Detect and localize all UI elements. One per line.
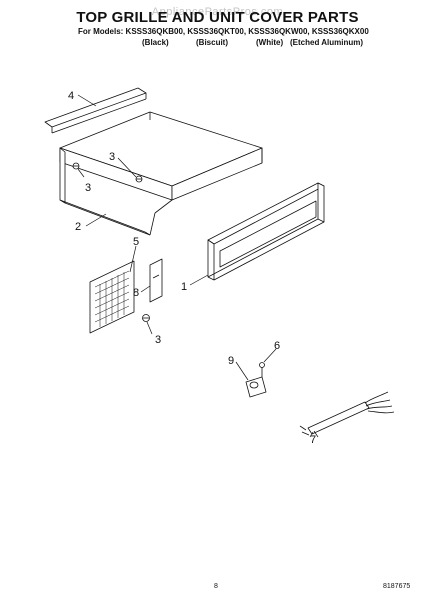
part-5-vent-panel (89, 260, 135, 334)
finish-etched-aluminum: (Etched Aluminum) (290, 38, 364, 47)
part-6-screw (259, 362, 265, 377)
callout-1: 1 (181, 281, 187, 293)
callout-5: 5 (133, 236, 139, 248)
callout-7: 7 (310, 434, 316, 446)
callout-4: 4 (68, 90, 74, 102)
part-7-wiring-harness (299, 391, 395, 436)
callout-2: 2 (75, 221, 81, 233)
callout-8: 8 (133, 287, 139, 299)
models-line: For Models: KSSS36QKB00, KSSS36QKT00, KS… (78, 27, 369, 36)
part-1-front-grille (207, 182, 325, 281)
watermark: AppliancePartsPros.com (151, 6, 284, 18)
callout-6: 6 (274, 340, 280, 352)
finish-white: (White) (256, 38, 284, 47)
page-number: 8 (214, 583, 218, 590)
document-number: 8187675 (383, 583, 411, 590)
part-8-bracket (149, 258, 163, 303)
callout-3-cover-left: 3 (85, 182, 91, 194)
part-2-unit-cover (59, 111, 263, 236)
callout-3-vent: 3 (155, 334, 161, 346)
part-3-screw-vent (142, 314, 150, 322)
page-title: TOP GRILLE AND UNIT COVER PARTS (76, 9, 359, 26)
part-3-screw-cover-right (135, 175, 143, 183)
part-9-lamp-socket (245, 376, 267, 398)
finish-black: (Black) (142, 38, 169, 47)
callout-3-cover-right: 3 (109, 151, 115, 163)
part-4-top-grille (44, 87, 147, 134)
leader-lines (77, 94, 319, 438)
finish-biscuit: (Biscuit) (196, 38, 228, 47)
callout-9: 9 (228, 355, 234, 367)
part-3-screw-cover-left (72, 162, 80, 170)
